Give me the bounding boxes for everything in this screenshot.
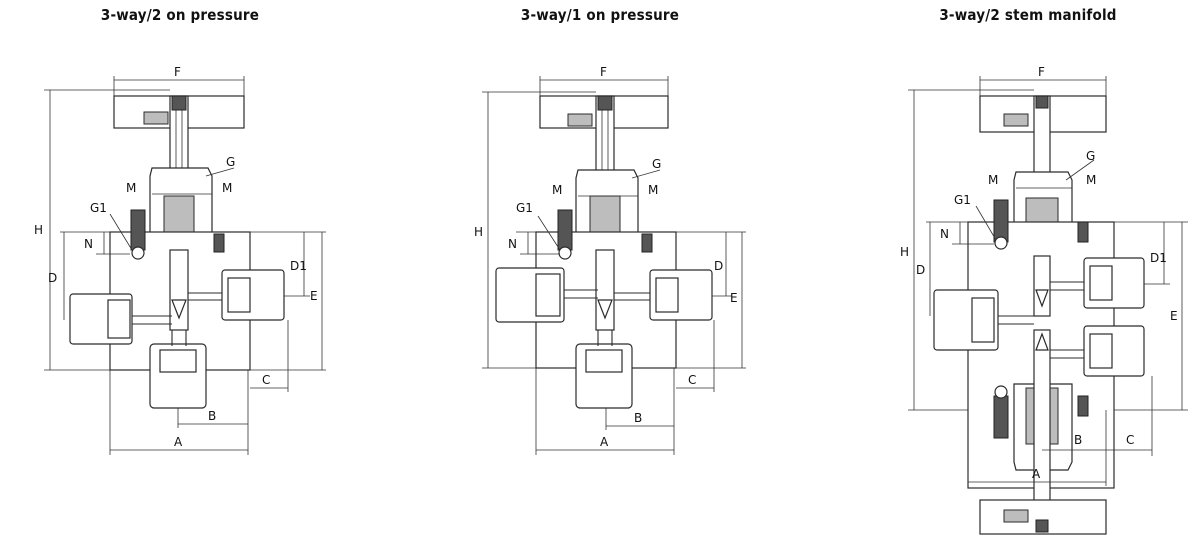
label-d1: D1 bbox=[1150, 251, 1167, 265]
label-f: F bbox=[600, 65, 607, 79]
bolt-right bbox=[213, 233, 225, 253]
valve-drawing: F G M M G1 N H D E C B A bbox=[474, 65, 746, 455]
stem-nut bbox=[171, 95, 187, 111]
stem-nut bbox=[597, 95, 613, 111]
panel-3-way-2-on-pressure: 3-way/2 on pressure bbox=[0, 0, 360, 551]
label-c: C bbox=[688, 373, 696, 387]
label-g1: G1 bbox=[90, 201, 107, 215]
label-f: F bbox=[1038, 65, 1045, 79]
label-h: H bbox=[34, 223, 43, 237]
label-e: E bbox=[1170, 309, 1178, 323]
label-c: C bbox=[262, 373, 270, 387]
label-g: G bbox=[1086, 149, 1095, 163]
label-n: N bbox=[940, 227, 949, 241]
label-m-right: M bbox=[648, 183, 658, 197]
label-g1: G1 bbox=[516, 201, 533, 215]
label-m-left: M bbox=[988, 173, 998, 187]
label-g: G bbox=[226, 155, 235, 169]
diagram-title: 3-way/1 on pressure bbox=[520, 6, 680, 24]
label-a: A bbox=[1032, 467, 1041, 481]
label-n: N bbox=[84, 237, 93, 251]
label-h: H bbox=[900, 245, 909, 259]
bolt-left bbox=[557, 209, 573, 251]
label-g1: G1 bbox=[954, 193, 971, 207]
panel-3-way-2-stem-manifold: 3-way/2 stem manifold bbox=[860, 0, 1196, 551]
label-d: D bbox=[714, 259, 723, 273]
label-h: H bbox=[474, 225, 483, 239]
label-g: G bbox=[652, 157, 661, 171]
handle-screw bbox=[567, 113, 593, 127]
bolt-left-bottom bbox=[993, 395, 1009, 439]
bolt-right bbox=[641, 233, 653, 253]
label-m-right: M bbox=[1086, 173, 1096, 187]
inner-passage bbox=[169, 249, 189, 331]
label-f: F bbox=[174, 65, 181, 79]
label-m-left: M bbox=[552, 183, 562, 197]
label-b: B bbox=[634, 411, 642, 425]
label-e: E bbox=[310, 289, 318, 303]
label-m-left: M bbox=[126, 181, 136, 195]
label-b: B bbox=[208, 409, 216, 423]
label-m-right: M bbox=[222, 181, 232, 195]
valve-drawing: F G M M G1 N H D D1 E C B A bbox=[34, 65, 326, 455]
label-d1: D1 bbox=[290, 259, 307, 273]
label-a: A bbox=[174, 435, 183, 449]
valve-drawing: F G M M G1 N H D D1 E C B A bbox=[900, 65, 1188, 535]
label-e: E bbox=[730, 291, 738, 305]
label-n: N bbox=[508, 237, 517, 251]
bolt-left-top bbox=[993, 199, 1009, 243]
diagram-title: 3-way/2 on pressure bbox=[100, 6, 260, 24]
panel-3-way-1-on-pressure: 3-way/1 on pressure bbox=[420, 0, 780, 551]
handle-screw bbox=[143, 111, 169, 125]
label-a: A bbox=[600, 435, 609, 449]
label-d: D bbox=[916, 263, 925, 277]
label-b: B bbox=[1074, 433, 1082, 447]
diagram-title: 3-way/2 stem manifold bbox=[939, 6, 1117, 24]
label-d: D bbox=[48, 271, 57, 285]
label-c: C bbox=[1126, 433, 1134, 447]
bolt-left bbox=[130, 209, 146, 251]
